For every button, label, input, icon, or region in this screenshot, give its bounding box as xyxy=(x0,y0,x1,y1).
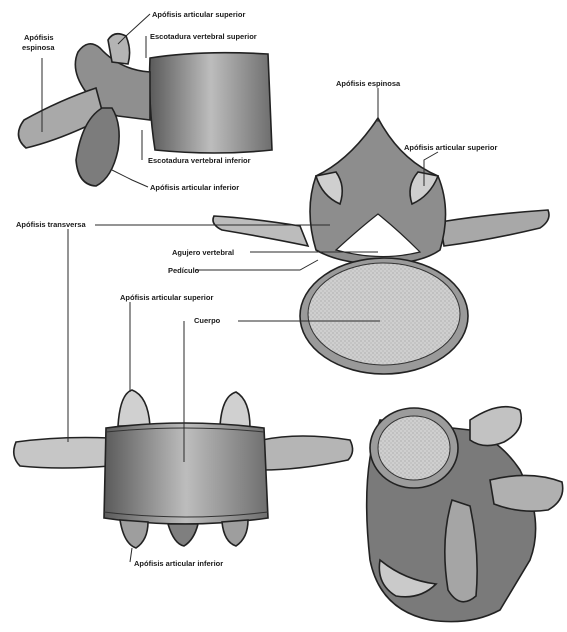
label-escotadura-vertebral-superior: Escotadura vertebral superior xyxy=(150,32,257,41)
label-apofisis-espinosa-superior: Apófisis espinosa xyxy=(336,79,401,88)
label-apofisis-espinosa-lateral-line1: Apófisis xyxy=(24,33,54,42)
label-apofisis-transversa: Apófisis transversa xyxy=(16,220,86,229)
label-apofisis-articular-superior-lateral: Apófisis articular superior xyxy=(152,10,245,19)
oblique-view-vertebra xyxy=(367,407,563,622)
label-cuerpo: Cuerpo xyxy=(194,316,221,325)
label-apofisis-articular-inferior-lateral: Apófisis articular inferior xyxy=(150,183,239,192)
label-apofisis-articular-inferior-anterior: Apófisis articular inferior xyxy=(134,559,223,568)
label-escotadura-vertebral-inferior: Escotadura vertebral inferior xyxy=(148,156,251,165)
superior-view-vertebra xyxy=(213,118,549,374)
label-apofisis-articular-superior-anterior: Apófisis articular superior xyxy=(120,293,213,302)
anterior-view-vertebra xyxy=(14,390,353,548)
label-apofisis-espinosa-lateral-line2: espinosa xyxy=(22,43,55,52)
label-apofisis-articular-superior-superior: Apófisis articular superior xyxy=(404,143,497,152)
label-agujero-vertebral: Agujero vertebral xyxy=(172,248,234,257)
label-pediculo: Pedículo xyxy=(168,266,200,275)
